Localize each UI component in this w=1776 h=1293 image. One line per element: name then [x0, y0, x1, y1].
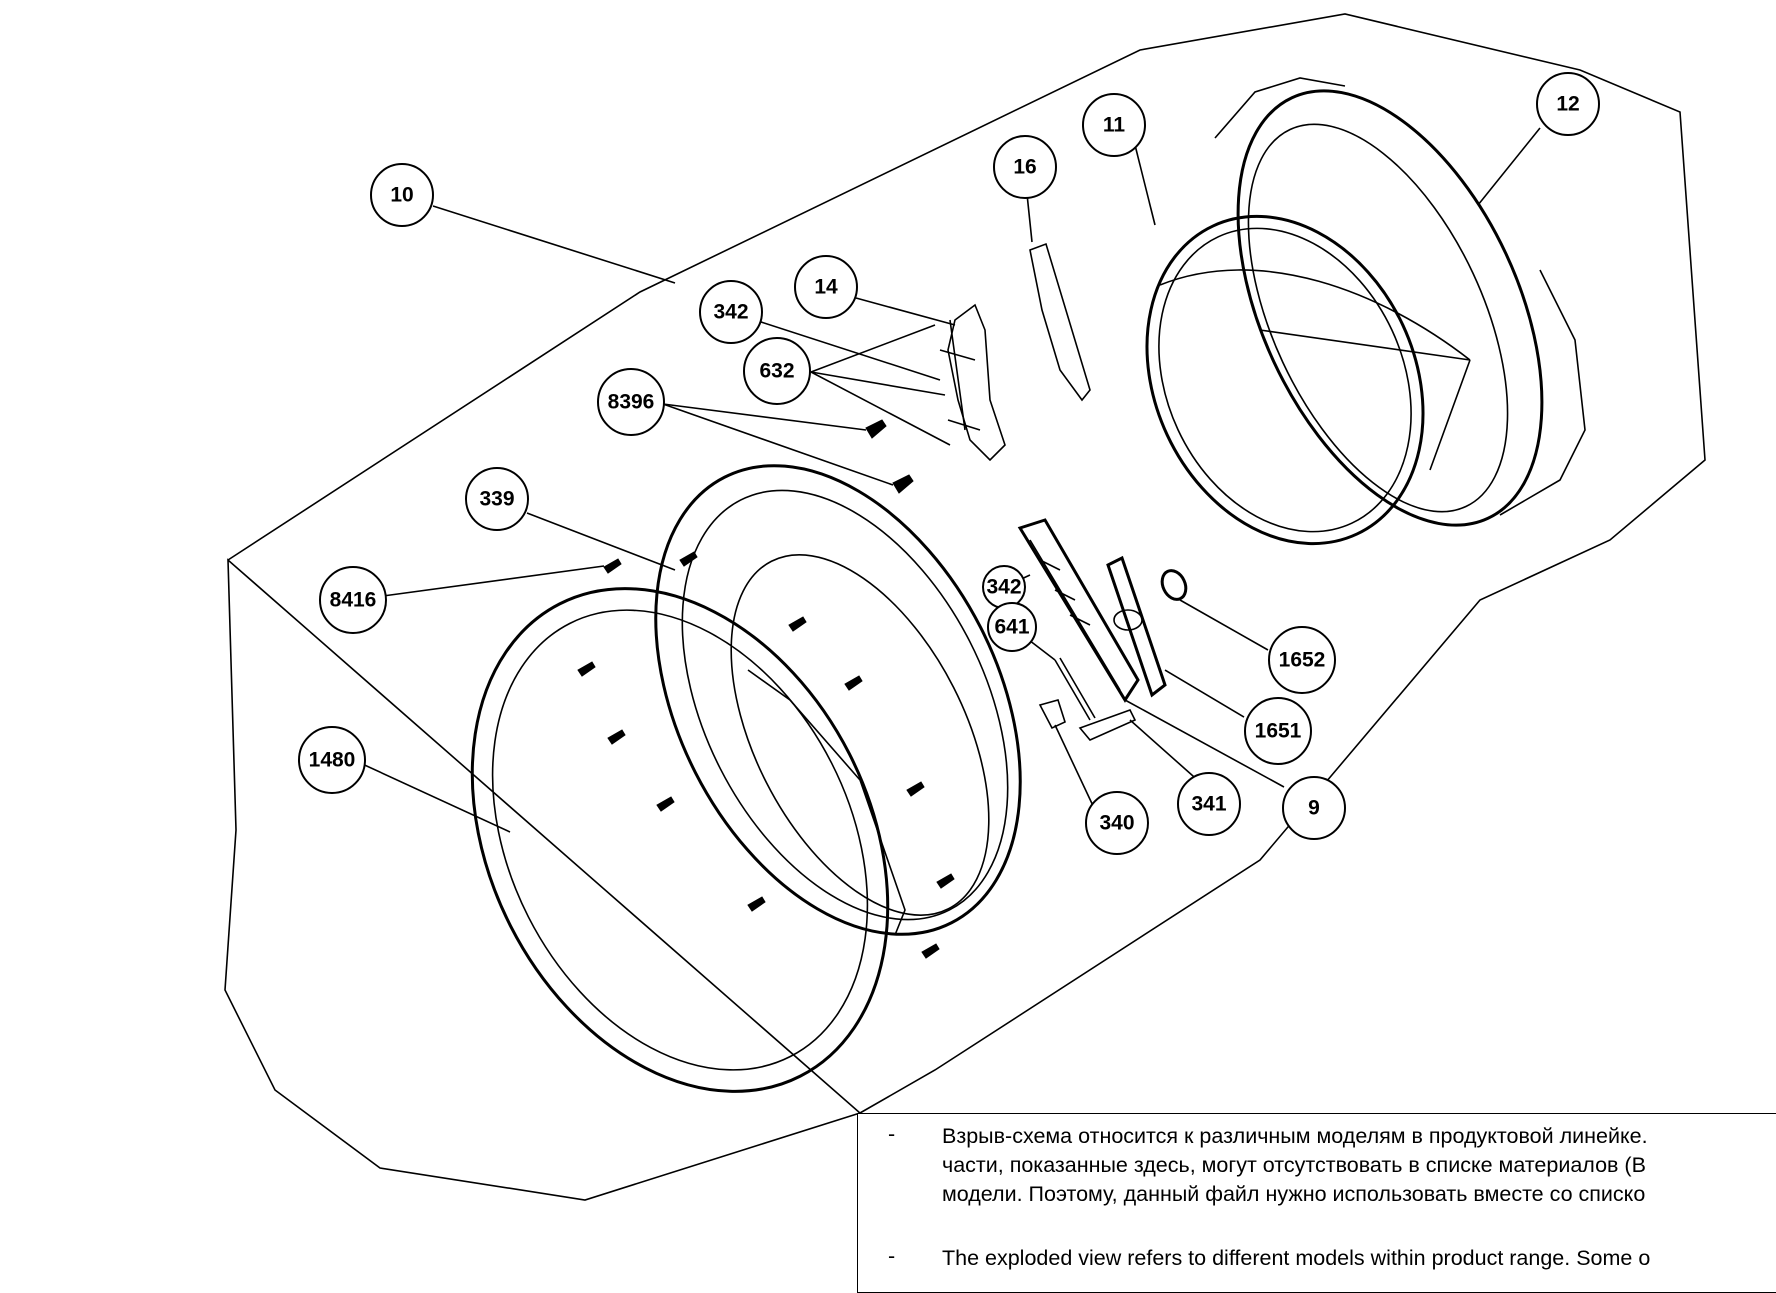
- note-english-text: The exploded view refers to different mo…: [942, 1246, 1651, 1270]
- clip-340: [1038, 699, 1066, 730]
- callout-10: 10: [370, 163, 434, 227]
- outer-door-ring: [470, 587, 890, 1093]
- callout-632: 632: [743, 337, 811, 405]
- spring-641: [1054, 657, 1096, 721]
- leader-lines: [357, 127, 1541, 833]
- svg-text:632: 632: [759, 360, 794, 383]
- svg-text:8396: 8396: [608, 391, 655, 414]
- screw-8396-b: [892, 474, 914, 494]
- notes-box: - Взрыв-схема относится к различным моде…: [857, 1113, 1776, 1293]
- svg-text:342: 342: [713, 301, 748, 324]
- latch-341: [1078, 709, 1137, 741]
- panel-screws: [603, 551, 955, 959]
- boundary-outline: [224, 13, 1706, 1201]
- svg-text:11: 11: [1103, 114, 1126, 137]
- rear-door-frame: [1214, 77, 1586, 527]
- callout-8416: 8416: [319, 566, 387, 634]
- svg-text:341: 341: [1191, 793, 1226, 816]
- lock-assembly: [1017, 518, 1140, 703]
- door-glass: [1145, 214, 1471, 546]
- screw-8396-a: [865, 419, 887, 439]
- svg-text:1652: 1652: [1279, 649, 1326, 672]
- inner-door-panel: [654, 464, 1022, 936]
- callout-8396: 8396: [597, 368, 665, 436]
- note-bullet: -: [888, 1122, 896, 1146]
- callout-14: 14: [794, 255, 858, 319]
- callout-11: 11: [1082, 93, 1146, 157]
- svg-text:14: 14: [814, 276, 838, 299]
- svg-text:340: 340: [1099, 812, 1134, 835]
- callout-340: 340: [1085, 791, 1149, 855]
- callout-342-top: 342: [699, 280, 763, 344]
- callout-1651: 1651: [1244, 697, 1312, 765]
- svg-text:12: 12: [1556, 93, 1579, 116]
- callout-12: 12: [1536, 72, 1600, 136]
- callout-341: 341: [1177, 772, 1241, 836]
- callout-342-side: 342: [982, 565, 1026, 609]
- note-bullet: -: [888, 1244, 896, 1268]
- svg-text:342: 342: [986, 576, 1021, 599]
- svg-text:16: 16: [1013, 156, 1036, 179]
- svg-text:641: 641: [994, 616, 1029, 639]
- callout-1480: 1480: [298, 726, 366, 794]
- callout-9: 9: [1282, 776, 1346, 840]
- callout-1652: 1652: [1268, 626, 1336, 694]
- hinge-bracket: [939, 303, 1006, 462]
- svg-text:9: 9: [1308, 797, 1320, 820]
- svg-text:8416: 8416: [330, 589, 377, 612]
- note-russian-text: Взрыв-схема относится к различным моделя…: [942, 1124, 1648, 1206]
- svg-text:339: 339: [479, 488, 514, 511]
- svg-text:1480: 1480: [309, 749, 356, 772]
- svg-text:10: 10: [390, 184, 413, 207]
- callout-339: 339: [465, 467, 529, 531]
- ring-1652: [1160, 569, 1188, 601]
- door-handle: [1106, 555, 1167, 698]
- svg-text:1651: 1651: [1255, 720, 1302, 743]
- callout-16: 16: [993, 135, 1057, 199]
- hinge-strip: [1029, 242, 1091, 402]
- callout-641: 641: [987, 602, 1037, 652]
